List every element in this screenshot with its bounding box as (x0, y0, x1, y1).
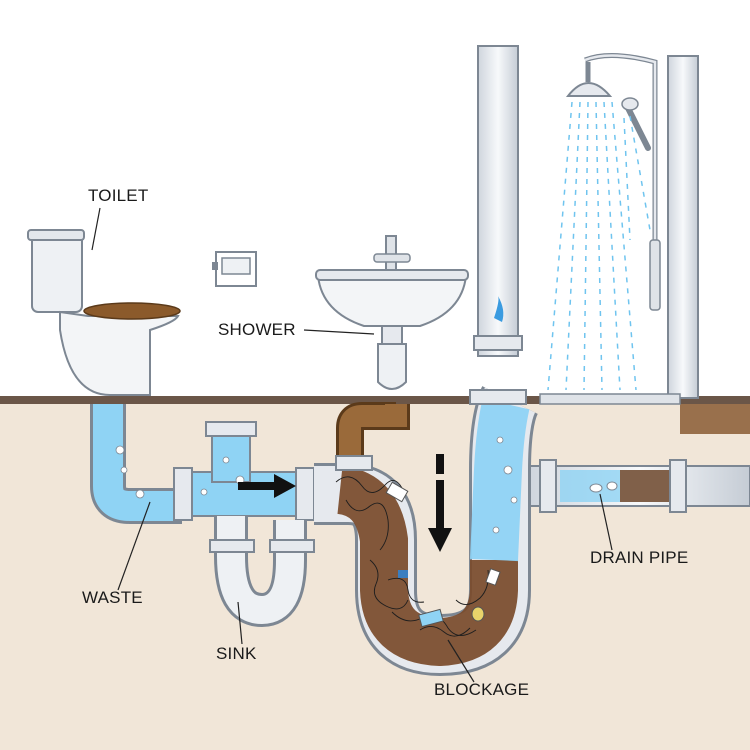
flow-arrow-right (238, 474, 296, 498)
label-blockage: BLOCKAGE (434, 680, 530, 699)
label-drain-pipe: DRAIN PIPE (590, 548, 689, 567)
toilet-paper-icon (212, 251, 257, 287)
shower-head-icon (565, 62, 613, 97)
toilet-illustration (27, 229, 181, 396)
label-shower: SHOWER (218, 320, 296, 339)
label-leader-lines (91, 207, 613, 683)
stack-pipe (473, 45, 523, 357)
blockage-debris (335, 476, 489, 637)
shower-enclosure (539, 52, 699, 405)
label-sink: SINK (216, 644, 257, 663)
label-waste: WASTE (82, 588, 143, 607)
hand-shower-icon (621, 97, 651, 151)
water-bubbles (115, 436, 518, 534)
flow-arrow-down (428, 454, 452, 552)
sink-illustration (315, 235, 469, 390)
label-toilet: TOILET (88, 186, 149, 205)
waste-pipe-system (90, 386, 750, 677)
shower-water-streams (547, 101, 651, 391)
debris-items (385, 481, 501, 628)
